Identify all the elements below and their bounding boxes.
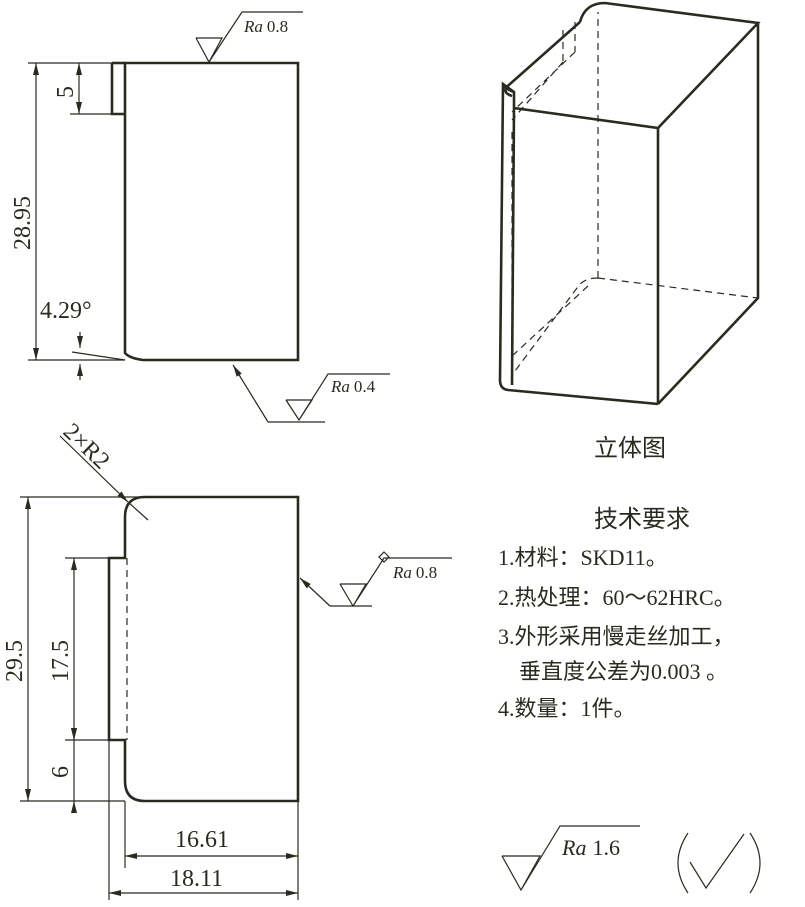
tech-req-line-3: 3.外形采用慢走丝加工， — [498, 624, 735, 649]
iso-hidden-edges — [511, 12, 759, 376]
svg-text:Ra0.4: Ra0.4 — [330, 377, 376, 396]
dim-angle-label: 4.29° — [40, 298, 92, 324]
side-view-outline — [123, 61, 300, 362]
tech-req-line-5: 4.数量：1件。 — [498, 696, 636, 721]
dim-radius-label: 2×R2 — [58, 419, 115, 475]
tech-requirements: 技术要求 1.材料：SKD11。 2.热处理：60～62HRC。 3.外形采用慢… — [498, 506, 736, 721]
tech-requirements-title: 技术要求 — [594, 506, 690, 533]
dim-slot-label: 17.5 — [48, 640, 74, 682]
check-mark-icon — [689, 833, 745, 890]
svg-text:Ra0.8: Ra0.8 — [392, 563, 437, 582]
iso-visible-edges — [498, 1, 761, 406]
svg-text:Ra0.8: Ra0.8 — [243, 17, 288, 36]
svg-text:Ra1.6: Ra1.6 — [561, 835, 620, 860]
dim-front-height-label: 29.5 — [2, 640, 28, 682]
side-view-step — [110, 63, 125, 116]
front-view-outline — [107, 495, 300, 803]
dim-inner-width-label: 16.61 — [175, 827, 229, 853]
tech-req-line-2: 2.热处理：60～62HRC。 — [498, 585, 736, 610]
dim-bottom-label: 6 — [48, 766, 74, 778]
dim-height-label: 28.95 — [10, 196, 36, 250]
dim-step-label: 5 — [53, 86, 79, 98]
paren-right-icon — [749, 832, 761, 894]
iso-view: 立体图 — [498, 1, 761, 462]
paren-left-icon — [677, 832, 689, 894]
tech-req-line-1: 1.材料：SKD11。 — [498, 545, 668, 570]
dim-outer-width-label: 18.11 — [170, 866, 223, 892]
iso-caption: 立体图 — [594, 435, 666, 462]
tech-req-line-4: 垂直度公差为0.003 。 — [519, 659, 728, 684]
